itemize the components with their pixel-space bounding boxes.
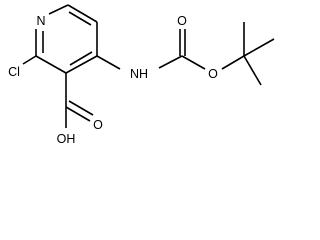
bond-oester-cq bbox=[221, 55, 245, 70]
bond-c5-c6-inner bbox=[68, 11, 92, 26]
chemical-structure-diagram: N Cl NH O O OH O bbox=[8, 4, 275, 146]
bond-c2-c3 bbox=[35, 55, 67, 74]
bond-c3-c4-inner bbox=[69, 51, 93, 66]
bond-c5-c6 bbox=[67, 4, 98, 23]
bond-cq-ch3-down bbox=[243, 55, 262, 86]
atom-label-hydroxyl: OH bbox=[57, 132, 76, 146]
bond-cq-ch3-right bbox=[243, 38, 275, 57]
atom-label-acid-carbonyl-oxygen: O bbox=[93, 118, 103, 132]
bond-cacid-o-1 bbox=[65, 106, 91, 122]
atom-label-carbonyl-oxygen: O bbox=[177, 14, 187, 28]
atom-label-amide-nh: NH bbox=[130, 67, 148, 81]
pyridine-ring bbox=[35, 4, 98, 74]
bond-cacid-o-2 bbox=[68, 100, 94, 116]
bond-n-ccarb bbox=[158, 55, 183, 69]
carboxylic-acid-group bbox=[65, 73, 94, 128]
atom-label-ring-nitrogen: N bbox=[36, 14, 45, 28]
bond-c4-n bbox=[96, 55, 121, 70]
bond-ccarb-oester bbox=[181, 55, 206, 70]
bond-c2-cl bbox=[22, 55, 37, 65]
bond-c6-n1 bbox=[48, 4, 69, 15]
tert-butyl-group bbox=[243, 22, 275, 86]
boc-carbamate-group bbox=[96, 29, 245, 70]
bond-c3-c4 bbox=[65, 55, 98, 74]
atom-label-chlorine: Cl bbox=[8, 65, 20, 79]
atom-label-carbamate-oxygen: O bbox=[208, 67, 218, 81]
